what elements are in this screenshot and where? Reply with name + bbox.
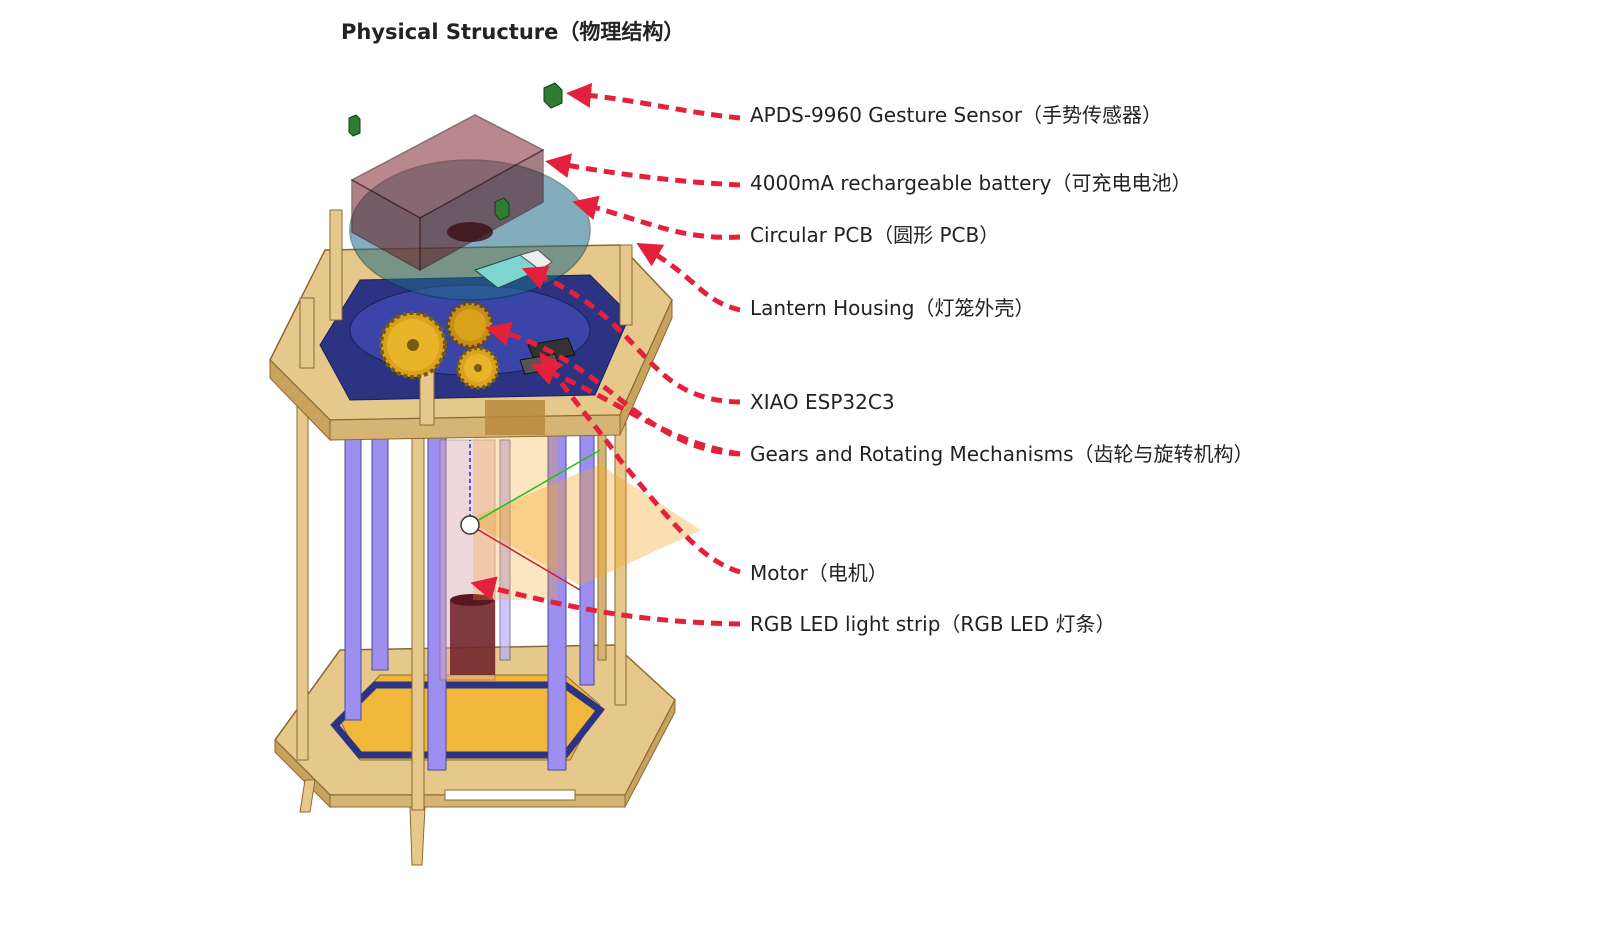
arrow-gesture-sensor	[566, 82, 741, 121]
label-motor: Motor（电机）	[750, 561, 888, 585]
lantern-frame-posts	[296, 359, 627, 811]
arrow-xiao-esp32c3	[521, 266, 741, 405]
rgb-led-strips	[344, 409, 595, 771]
arrow-motor	[539, 351, 741, 575]
arrow-rgb-led-strip	[470, 576, 741, 627]
motor-column	[439, 439, 496, 681]
arrow-circular-pcb	[572, 195, 741, 240]
label-circular-pcb: Circular PCB（圆形 PCB）	[750, 223, 1000, 247]
label-lantern-housing: Lantern Housing（灯笼外壳）	[750, 296, 1035, 320]
label-battery: 4000mA rechargeable battery（可充电电池）	[750, 171, 1192, 195]
label-rgb-led-strip: RGB LED light strip（RGB LED 灯条）	[750, 612, 1116, 636]
label-gesture-sensor: APDS-9960 Gesture Sensor（手势传感器）	[750, 103, 1163, 127]
arrow-battery	[545, 153, 741, 188]
label-gears: Gears and Rotating Mechanisms（齿轮与旋转机构）	[750, 442, 1254, 466]
arrow-lantern-housing	[636, 242, 741, 313]
lantern-base	[274, 644, 676, 866]
arrow-gears	[485, 321, 741, 457]
page-title: Physical Structure（物理结构）	[341, 20, 685, 44]
gesture-sensors	[348, 82, 563, 221]
battery-pack	[350, 114, 545, 272]
arrow-gears-2	[530, 361, 741, 457]
gears	[379, 301, 500, 390]
label-xiao-esp32c3: XIAO ESP32C3	[750, 390, 895, 414]
